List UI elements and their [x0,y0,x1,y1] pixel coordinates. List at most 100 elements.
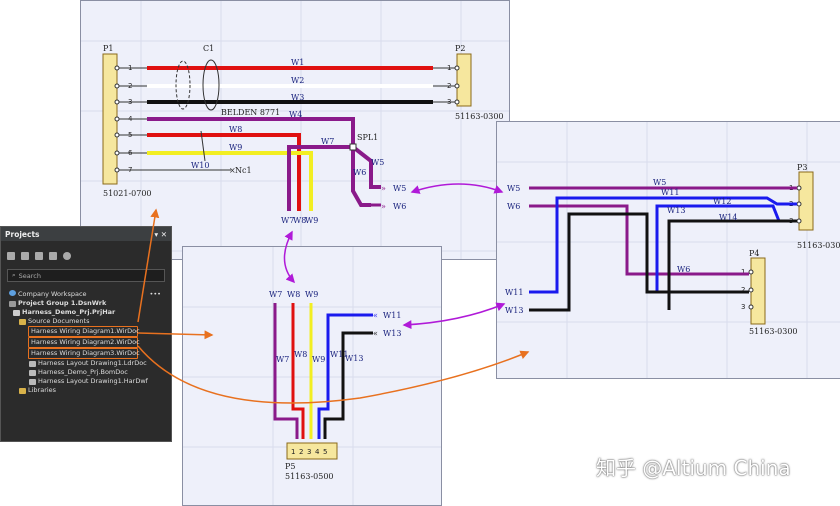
wire-w13[interactable] [323,331,373,439]
port-w11-arrow-icon: « [373,311,378,320]
wire-w10-label: W10 [191,161,209,170]
folder-icon[interactable] [35,252,43,260]
tree-item-document[interactable]: Harness Wiring Diagram1.WirDoc [28,326,140,337]
wiring-diagram-sheet-2[interactable]: W7 W8 W9 W7 W8 W9 W11 W13 W11 W13 « « 1 … [182,246,442,506]
document-label: Harness Wiring Diagram2.WirDoc [31,338,140,346]
folder-icon [19,387,26,394]
copy-icon[interactable] [21,252,29,260]
projects-panel[interactable]: Projects ▾ ✕ ⌕ Search Company Workspace … [0,226,172,442]
tree-item-document[interactable]: Harness Wiring Diagram3.WirDoc [28,348,140,359]
document-label: Harness Wiring Diagram1.WirDoc [31,327,140,335]
port-w11[interactable]: W11 [383,311,401,320]
projects-panel-header: Projects ▾ ✕ [1,227,171,241]
tree-item-source-documents[interactable]: Source Documents [1,317,171,326]
wire-w14[interactable] [667,219,797,310]
more-icon[interactable]: ••• [149,290,161,298]
document-label: Harness Layout Drawing1.HarDwf [38,377,148,385]
connector-p3-part: 51163-0300 [797,241,840,250]
tree-item-document[interactable]: Harness_Demo_Prj.BomDoc [1,368,171,377]
tree-item-project[interactable]: Harness_Demo_Prj.PrjHar [1,308,171,317]
save-icon[interactable] [7,252,15,260]
port-w5[interactable]: W5 [507,184,520,193]
connector-p2-part: 51163-0300 [455,112,504,121]
cable-label: C1 [203,44,214,53]
connector-p3-name: P3 [797,163,807,172]
p5-pin-4: 4 [315,448,320,456]
port-w13[interactable]: W13 [383,329,401,338]
wire-w9[interactable] [147,151,313,211]
folders-icon[interactable] [49,252,57,260]
tree-item-document[interactable]: Harness Layout Drawing1.HarDwf [1,377,171,386]
connector-p5[interactable] [286,442,338,460]
sheet-2-canvas: W7 W8 W9 W7 W8 W9 W11 W13 W11 W13 « « 1 … [183,247,441,505]
wire-w5[interactable] [351,145,381,189]
port-w7[interactable]: W7 [281,216,294,225]
connector-p1-name: P1 [103,44,113,53]
wire-w4-label: W4 [289,110,302,119]
connector-p4-name: P4 [749,249,759,258]
port-w6-arrow-icon: » [381,202,386,211]
document-label: Harness Wiring Diagram3.WirDoc [31,349,140,357]
port-w13[interactable]: W13 [505,306,523,315]
connector-p1-part: 51021-0700 [103,189,152,198]
wire-w6-label: W6 [677,265,690,274]
sheet-3-canvas: P3 51163-0300 1 2 3 P4 51163-0300 1 2 3 … [497,122,840,378]
search-input[interactable]: ⌕ Search [7,269,165,282]
wire-w7-label: W7 [321,137,334,146]
gear-icon[interactable] [63,252,71,260]
port-w6[interactable]: W6 [507,202,520,211]
port-w11[interactable]: W11 [505,288,523,297]
projects-panel-title: Projects [5,229,40,239]
project-icon [13,309,20,316]
wire-w3-label: W3 [291,93,304,102]
wire-w11-label: W11 [661,188,679,197]
connector-p2[interactable] [456,53,472,107]
wire-w1-label: W1 [291,58,304,67]
wire-w12-label: W12 [713,197,731,206]
port-w5[interactable]: W5 [393,184,406,193]
wire-w6[interactable] [529,204,749,276]
tree-item-workspace[interactable]: Company Workspace ••• [1,290,171,299]
wire-w5-label: W5 [653,178,666,187]
project-group-icon [9,300,16,307]
cable-part: BELDEN 8771 [221,108,280,117]
document-label: Harness Layout Drawing1.LdrDoc [38,359,147,367]
port-w8[interactable]: W8 [287,290,300,299]
wiring-diagram-sheet-1[interactable]: P1 51021-0700 1 2 3 4 5 6 7 P2 51163-030… [80,0,510,260]
document-icon [29,378,36,385]
tree-item-document[interactable]: Harness Wiring Diagram2.WirDoc [28,337,140,348]
wire-w9-label: W9 [229,143,242,152]
tree-item-project-group[interactable]: Project Group 1.DsnWrk [1,299,171,308]
wire-w5-label: W5 [371,158,384,167]
port-w6[interactable]: W6 [393,202,406,211]
tree-item-libraries[interactable]: Libraries [1,386,171,395]
connector-p2-name: P2 [455,44,465,53]
wire-w2-label: W2 [291,76,304,85]
wire-w6-label: W6 [353,168,366,177]
wire-w8[interactable] [147,133,301,211]
cloud-icon [9,290,16,296]
wire-w11[interactable] [529,196,797,294]
wire-w7-label: W7 [276,355,289,364]
p4-pin-1: 1 [741,268,745,276]
port-w7[interactable]: W7 [269,290,282,299]
panel-controls-icon[interactable]: ▾ ✕ [154,229,167,239]
cable-c1[interactable] [202,59,220,111]
connector-p5-part: 51163-0500 [285,472,334,481]
port-w9[interactable]: W9 [305,290,318,299]
tree-item-document[interactable]: Harness Layout Drawing1.LdrDoc [1,359,171,368]
port-w13-arrow-icon: « [373,329,378,338]
port-w9[interactable]: W9 [305,216,318,225]
connector-p3[interactable] [798,171,814,231]
port-w5-arrow-icon: » [381,184,386,193]
wire-w11[interactable] [317,313,373,439]
document-icon [29,369,36,376]
port-w8[interactable]: W8 [293,216,306,225]
p5-pin-1: 1 [291,448,295,456]
wire-w7[interactable] [287,145,353,211]
wire-w13-label: W13 [345,354,363,363]
splice-spl1[interactable] [349,143,357,151]
wire-w4[interactable] [147,117,371,207]
wiring-diagram-sheet-3[interactable]: P3 51163-0300 1 2 3 P4 51163-0300 1 2 3 … [496,121,840,379]
wire-w13[interactable] [529,212,749,312]
